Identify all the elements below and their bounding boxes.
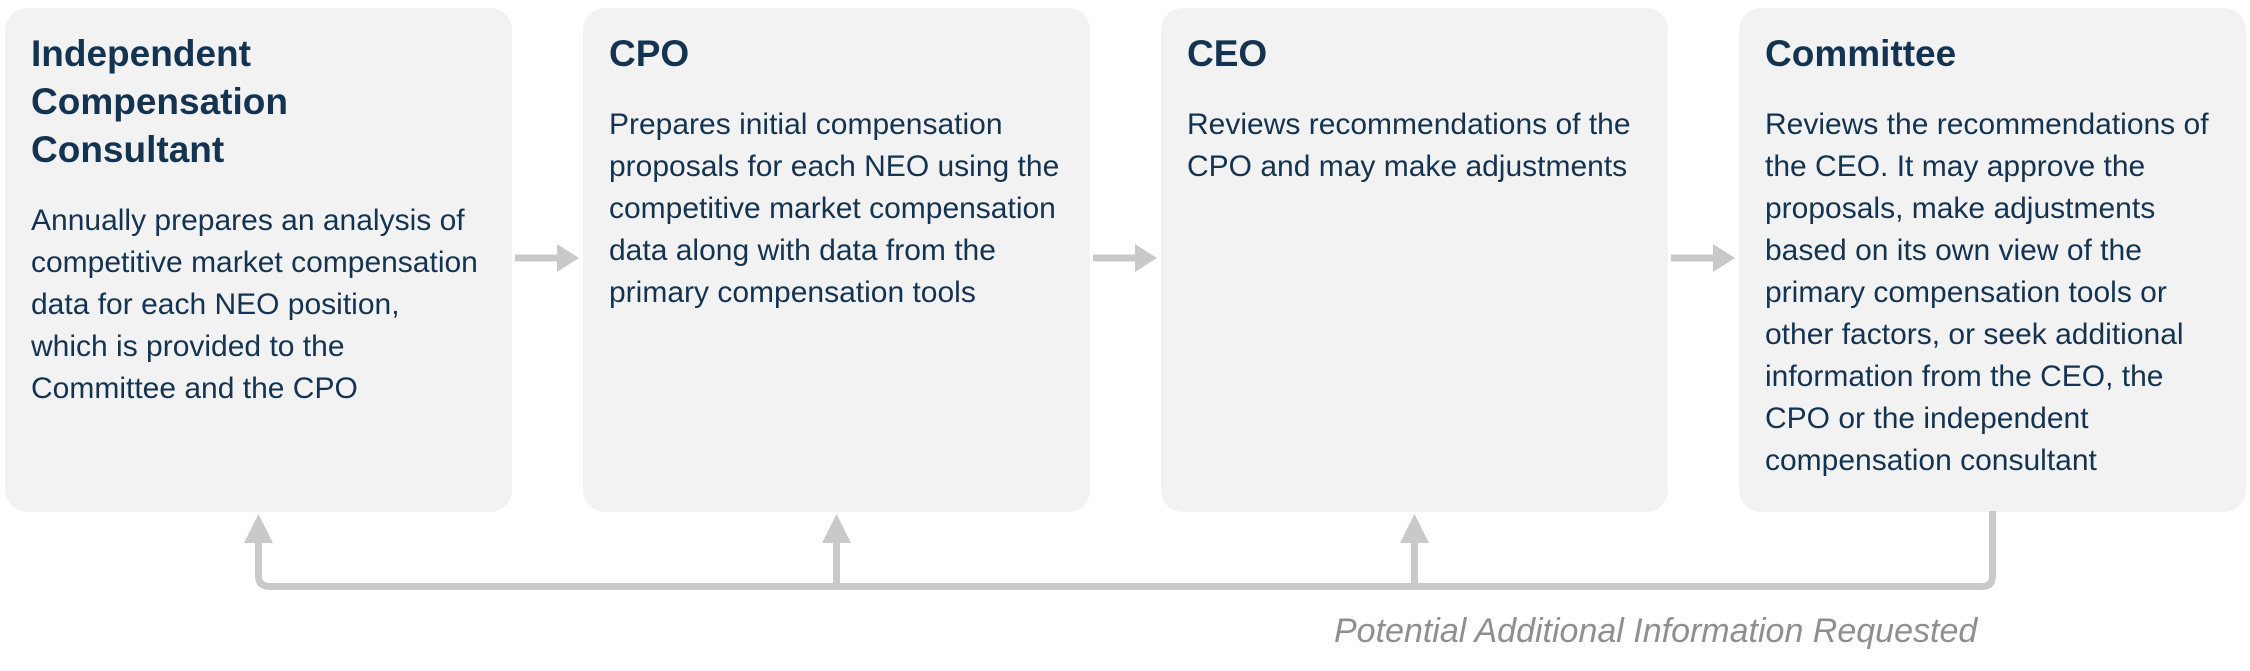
box-body-text: Reviews recommendations of the CPO and m… xyxy=(1187,108,1631,183)
flow-arrow-right-icon xyxy=(1671,244,1735,272)
box-body-text: Reviews the recommendations of the CEO. … xyxy=(1765,108,2209,477)
box-ceo: CEO Reviews recommendations of the CPO a… xyxy=(1161,8,1668,512)
feedback-line xyxy=(255,511,1996,590)
feedback-caption: Potential Additional Information Request… xyxy=(1334,612,1978,650)
box-heading: CPO xyxy=(609,33,690,74)
box-committee: Committee Reviews the recommendations of… xyxy=(1739,8,2246,512)
box-heading: CEO xyxy=(1187,33,1268,74)
box-body-text: Prepares initial compensation proposals … xyxy=(609,108,1060,309)
flow-arrow-right-icon xyxy=(515,244,579,272)
box-independent-compensation-consultant: Independent Compensation Consultant Annu… xyxy=(5,8,512,512)
box-heading: Committee xyxy=(1765,33,1957,74)
feedback-arrow-up-icon xyxy=(244,514,273,543)
box-body-text: Annually prepares an analysis of competi… xyxy=(31,204,478,405)
feedback-arrow-up-icon xyxy=(822,514,851,543)
flow-arrow-right-icon xyxy=(1093,244,1157,272)
box-heading: Independent Compensation Consultant xyxy=(31,33,288,170)
feedback-arrow-up-icon xyxy=(1400,514,1429,543)
box-cpo: CPO Prepares initial compensation propos… xyxy=(583,8,1090,512)
